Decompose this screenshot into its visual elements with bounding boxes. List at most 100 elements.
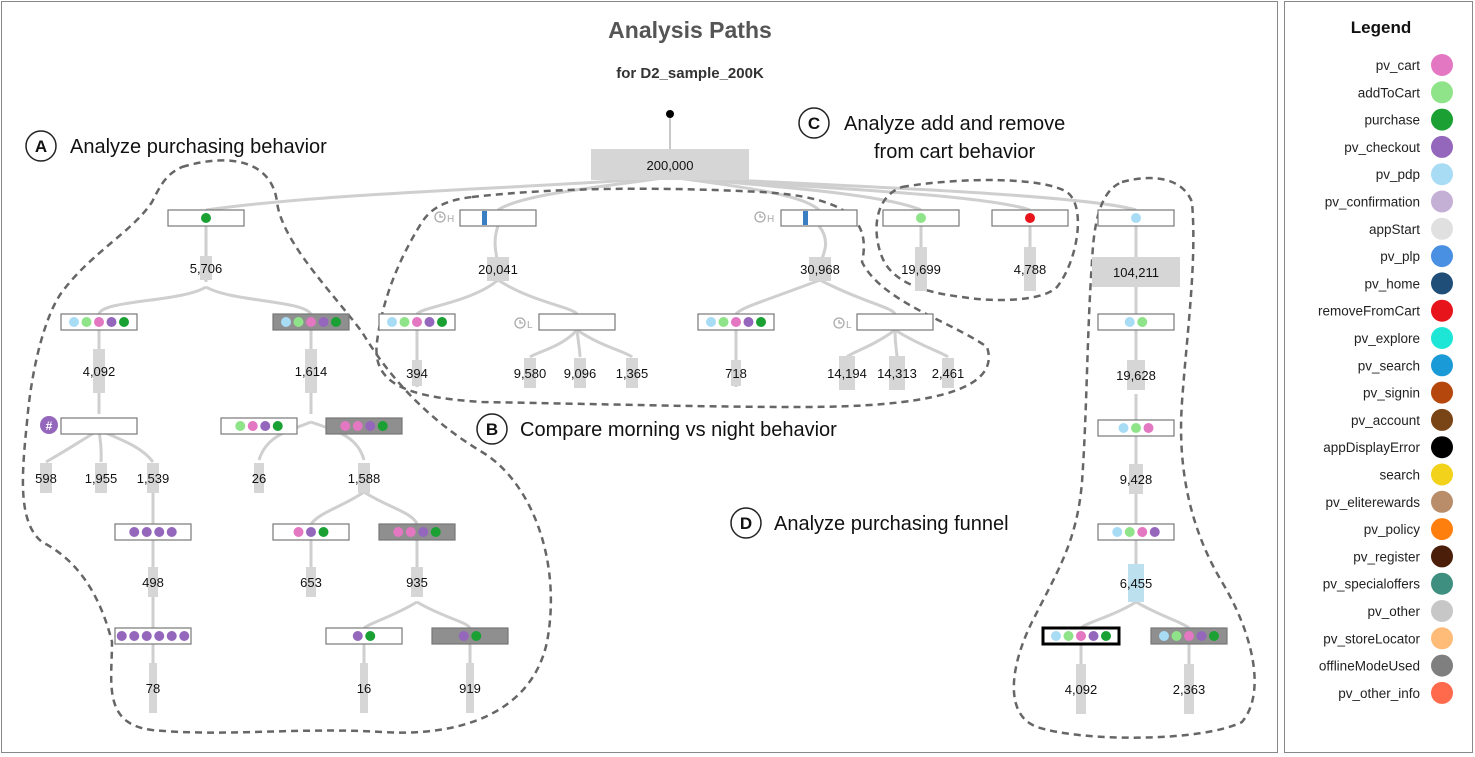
root-start-dot: [666, 110, 674, 118]
count-label: 4,788: [1014, 262, 1047, 277]
count-stem: [466, 663, 474, 713]
event-dot-pv-checkout: [166, 631, 177, 641]
event-dot-pv-cart: [306, 317, 316, 327]
legend-label: appDisplayError: [1323, 440, 1420, 455]
event-dot-purchase: [430, 527, 441, 537]
legend-item-pv-cart: pv_cart: [1376, 54, 1453, 76]
group-c-outline: [875, 178, 1080, 302]
event-dot-pv-checkout: [1088, 631, 1099, 641]
count-stem: [358, 463, 370, 493]
event-dot-purchase: [201, 213, 211, 223]
event-dot-purchase: [1209, 631, 1219, 641]
count-label: 718: [725, 366, 747, 381]
sequence-node[interactable]: [378, 313, 456, 331]
sequence-node[interactable]: [538, 313, 616, 331]
event-dot-pv-checkout: [154, 631, 165, 641]
event-dot-purchase: [377, 421, 388, 431]
sequence-node[interactable]: [167, 209, 245, 227]
sequence-node[interactable]: [856, 313, 934, 331]
event-dot-addToCart: [1131, 423, 1141, 433]
legend-item-pv-eliterewards: pv_eliterewards: [1325, 490, 1453, 513]
sequence-node[interactable]: [1097, 313, 1175, 331]
event-dot-purchase: [365, 631, 376, 641]
count-stem: [487, 257, 509, 281]
sequence-node[interactable]: [431, 627, 509, 645]
count-stem: [915, 247, 927, 291]
sequence-node[interactable]: [1097, 523, 1175, 541]
legend-label: pv_other: [1367, 604, 1420, 619]
event-dot-pv-checkout: [141, 631, 152, 641]
count-label: 78: [146, 681, 160, 696]
count-stem: [93, 349, 105, 393]
sequence-node[interactable]: [272, 313, 350, 331]
sequence-node[interactable]: [1097, 209, 1175, 227]
page-title: Analysis Paths: [608, 17, 772, 43]
legend-label: pv_policy: [1364, 522, 1421, 537]
count-stem: [1092, 257, 1180, 287]
legend-title: Legend: [1351, 18, 1411, 37]
event-dot-purchase: [272, 421, 283, 431]
sequence-node[interactable]: [378, 523, 456, 541]
count-stem: [839, 356, 855, 390]
clock-icon: [434, 211, 446, 223]
event-dot-pv-checkout: [260, 421, 271, 431]
sequence-node[interactable]: [114, 627, 192, 645]
event-dot-pv-cart: [1137, 527, 1148, 537]
sequence-node[interactable]: [325, 417, 403, 435]
event-dot-pv-cart: [247, 421, 258, 431]
count-label: 1,955: [85, 471, 118, 486]
sequence-node[interactable]: [697, 313, 775, 331]
event-dot-pv-checkout: [141, 527, 152, 537]
event-dot-pv-cart: [393, 527, 404, 537]
root-count: 200,000: [647, 158, 694, 173]
event-dot-pv-pdp: [706, 317, 716, 327]
sequence-node[interactable]: [325, 627, 403, 645]
time-label-hour-night: H: [767, 214, 774, 225]
event-dot-pv-checkout: [458, 631, 469, 641]
event-dot-pv-checkout: [129, 631, 140, 641]
sequence-node[interactable]: [60, 313, 138, 331]
legend-label: pv_storeLocator: [1323, 631, 1420, 646]
annotation-c-text-line2: from cart behavior: [874, 141, 1036, 163]
legend-swatch-icon: [1431, 245, 1453, 268]
count-label: 5,706: [190, 261, 223, 276]
legend-item-pv-search: pv_search: [1358, 354, 1453, 377]
legend-item-pv-home: pv_home: [1364, 272, 1453, 295]
sequence-node[interactable]: [1150, 627, 1228, 645]
legend-label: pv_home: [1364, 276, 1420, 291]
annotation-a: A Analyze purchasing behavior: [25, 130, 327, 162]
root-node[interactable]: [591, 149, 749, 180]
event-dot-pv-cart: [352, 421, 363, 431]
legend-label: pv_cart: [1376, 58, 1421, 73]
event-dot-addToCart: [399, 317, 410, 327]
event-dot-addToCart: [1063, 631, 1074, 641]
sequence-node[interactable]: [1097, 419, 1175, 437]
legend-swatch-icon: [1431, 518, 1453, 541]
legend-swatch-icon: [1431, 408, 1453, 431]
sequence-node[interactable]: [991, 209, 1069, 227]
sequence-node[interactable]: [780, 209, 858, 227]
sequence-node[interactable]: [60, 417, 138, 435]
sequence-node[interactable]: [459, 209, 537, 227]
legend-item-pv-other: pv_other: [1367, 600, 1453, 622]
hash-badge-icon: [40, 416, 58, 434]
count-label: 2,363: [1173, 682, 1206, 697]
count-stem: [1076, 664, 1086, 714]
sequence-node[interactable]: [220, 417, 298, 435]
legend-label: pv_confirmation: [1325, 195, 1420, 210]
sequence-node[interactable]: [114, 523, 192, 541]
sequence-node[interactable]: [1041, 626, 1121, 646]
legend-item-pv-signin: pv_signin: [1363, 381, 1453, 404]
legend-label: pv_account: [1351, 413, 1420, 428]
event-dot-pv-cart: [94, 317, 104, 327]
time-label-low-morning: L: [527, 320, 533, 331]
event-dot-pv-cart: [1184, 631, 1194, 641]
sequence-node[interactable]: [882, 209, 960, 227]
event-dot-purchase: [318, 527, 329, 537]
legend-swatch-icon: [1431, 572, 1453, 595]
event-dot-pv-checkout: [1149, 527, 1160, 537]
count-stem: [147, 463, 159, 493]
legend-label: pv_eliterewards: [1325, 495, 1420, 510]
sequence-node[interactable]: [272, 523, 350, 541]
legend-label: pv_explore: [1354, 331, 1420, 346]
